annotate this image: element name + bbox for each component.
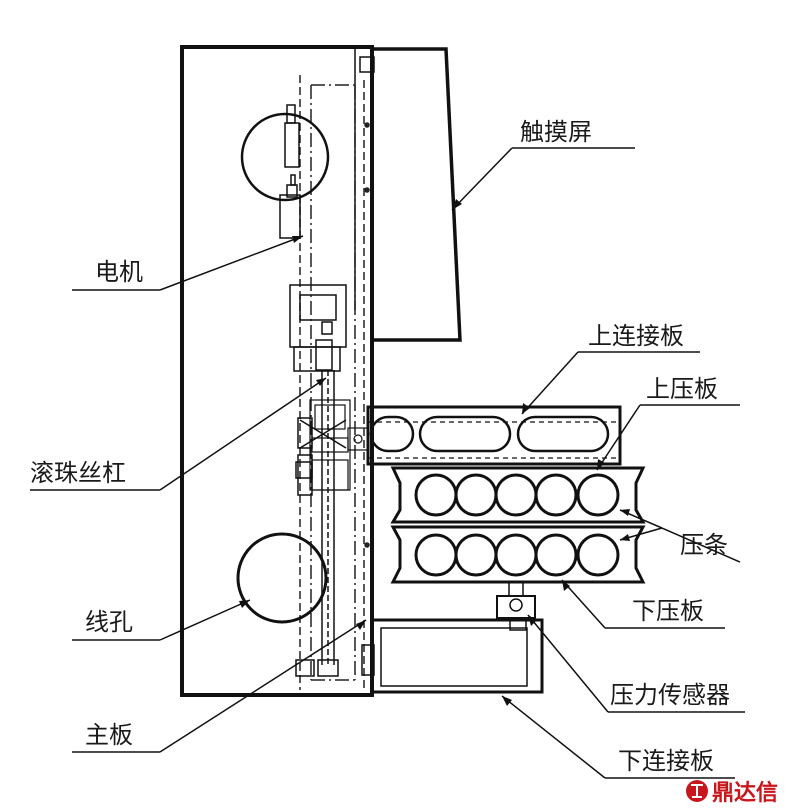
main-board [299,75,370,690]
label-touchscreen: 触摸屏 [520,118,592,146]
label-upper-connecting-plate: 上连接板 [588,322,684,350]
label-lower-pressure-plate: 下压板 [632,597,704,625]
housing [180,45,374,697]
arrowheads [239,199,630,706]
touchscreen-panel [359,47,462,342]
wire-hole [236,532,328,624]
lower-connecting-plate [361,618,544,694]
ball-screw [295,370,369,677]
label-lower-connecting-plate: 下连接板 [618,747,714,775]
label-pressure-sensor: 压力传感器 [610,681,730,709]
leader-lines [30,147,745,779]
label-motor: 电机 [95,258,143,286]
label-main-board: 主板 [85,721,133,749]
watermark: 鼎达信 [686,780,778,806]
motor [240,104,347,372]
leader-pressure-bar [661,527,741,563]
upper-pressure-bar [414,473,620,517]
label-ball-screw: 滚珠丝杠 [30,459,126,487]
upper-connecting-plate [366,405,622,466]
upper-pressure-plate [390,466,646,524]
watermark-text: 鼎达信 [712,780,778,806]
lower-pressure-bar [414,533,620,577]
label-wire-hole: 线孔 [85,608,133,636]
label-upper-pressure-plate: 上压板 [646,375,718,403]
pressure-sensor [496,581,536,631]
lower-pressure-plate [390,525,646,584]
label-pressure-bar: 压条 [680,531,728,559]
